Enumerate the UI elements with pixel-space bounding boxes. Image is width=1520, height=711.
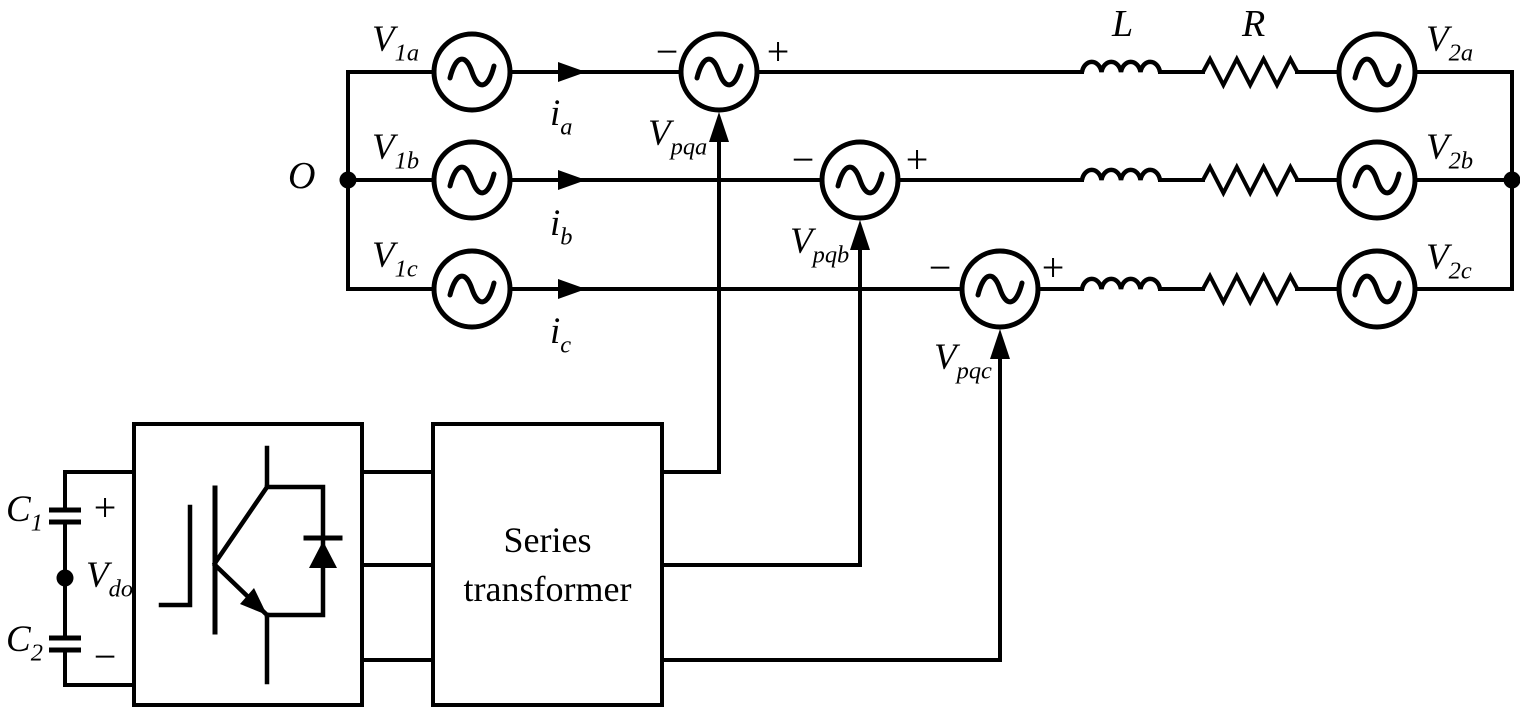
source-vpqb bbox=[819, 139, 901, 221]
label-vpqc: Vpqc bbox=[934, 337, 992, 385]
converter-transformer-links bbox=[360, 470, 435, 662]
ac-sources bbox=[431, 31, 1418, 330]
injection-arrow-b-icon bbox=[850, 220, 870, 250]
inductor-b-icon bbox=[1079, 167, 1163, 181]
sine-wave-icon bbox=[1352, 56, 1402, 88]
converter-box bbox=[132, 422, 364, 707]
sine-wave-icon bbox=[447, 56, 497, 88]
igbt-symbol-icon bbox=[158, 445, 343, 685]
polarity-minus-dc: − bbox=[93, 634, 117, 679]
source-vpqa bbox=[678, 31, 760, 113]
capacitor-c2-icon bbox=[49, 635, 81, 653]
polarity-plus-dc: + bbox=[93, 485, 117, 530]
current-arrow-ib-icon bbox=[558, 170, 586, 190]
label-vdo: Vdo bbox=[86, 555, 134, 603]
sine-wave-icon bbox=[447, 273, 497, 305]
series-transformer-label: Series transformer bbox=[433, 424, 662, 705]
label-c1: C1 bbox=[6, 489, 43, 537]
polarity-minus-c: − bbox=[928, 245, 952, 290]
label-v2b: V2b bbox=[1426, 127, 1474, 175]
label-v1b: V1b bbox=[372, 127, 420, 175]
source-v1b bbox=[431, 139, 513, 221]
label-v2a: V2a bbox=[1426, 19, 1474, 67]
label-vpqa: Vpqa bbox=[648, 113, 708, 161]
label-node-o: O bbox=[288, 155, 316, 197]
current-arrow-ia-icon bbox=[558, 62, 586, 82]
label-c2: C2 bbox=[6, 619, 43, 667]
node-o-dot bbox=[339, 171, 357, 189]
polarity-plus-b: + bbox=[905, 137, 929, 182]
inductor-c-icon bbox=[1079, 276, 1163, 290]
injection-arrow-c-icon bbox=[990, 329, 1010, 359]
sine-wave-icon bbox=[835, 164, 885, 196]
current-arrow-ic-icon bbox=[558, 279, 586, 299]
diode-arrow-icon bbox=[309, 541, 337, 568]
label-v1a: V1a bbox=[372, 19, 420, 67]
inductor-a-icon bbox=[1079, 59, 1163, 73]
capacitors bbox=[49, 507, 81, 653]
polarity-plus-c: + bbox=[1041, 245, 1065, 290]
source-v2c bbox=[1336, 248, 1418, 330]
dc-link-branch bbox=[63, 470, 136, 687]
injection-line-c bbox=[660, 341, 1002, 662]
sine-wave-icon bbox=[1352, 273, 1402, 305]
sine-wave-icon bbox=[694, 56, 744, 88]
polarity-plus-a: + bbox=[766, 29, 790, 74]
polarity-minus-a: − bbox=[655, 29, 679, 74]
label-current-ic: ic bbox=[550, 311, 572, 359]
igbt-arrows bbox=[240, 541, 337, 615]
label-inductor-L: L bbox=[1112, 3, 1134, 45]
resistor-b-icon bbox=[1201, 162, 1300, 198]
sine-wave-icon bbox=[447, 164, 497, 196]
polarity-minus-b: − bbox=[791, 137, 815, 182]
igbt-emitter-arrow-icon bbox=[240, 588, 267, 615]
injection-arrow-a-icon bbox=[709, 112, 729, 142]
label-current-ia: ia bbox=[550, 93, 573, 141]
igbt-gate bbox=[158, 504, 193, 608]
resistors bbox=[1201, 54, 1300, 307]
sine-wave-icon bbox=[975, 273, 1025, 305]
source-v2b bbox=[1336, 139, 1418, 221]
series-transformer-line2: transformer bbox=[463, 568, 632, 609]
label-v1c: V1c bbox=[372, 235, 418, 283]
label-current-ib: ib bbox=[550, 203, 573, 251]
injection-line-b bbox=[660, 232, 862, 567]
source-v1c bbox=[431, 248, 513, 330]
label-vpqb: Vpqb bbox=[790, 221, 850, 269]
sine-wave-icon bbox=[1352, 164, 1402, 196]
resistor-c-icon bbox=[1201, 271, 1300, 307]
injection-line-a bbox=[660, 124, 721, 474]
source-vpqc bbox=[959, 248, 1041, 330]
nodes bbox=[56, 171, 1520, 587]
label-v2c: V2c bbox=[1426, 237, 1472, 285]
inductors bbox=[1079, 59, 1163, 290]
source-v1a bbox=[431, 31, 513, 113]
resistor-a-icon bbox=[1201, 54, 1300, 90]
source-v2a bbox=[1336, 31, 1418, 113]
label-resistor-R: R bbox=[1242, 3, 1266, 45]
node-vdo-dot bbox=[56, 569, 74, 587]
node-right-dot bbox=[1503, 171, 1520, 189]
series-transformer-box bbox=[431, 422, 664, 707]
arrows bbox=[558, 62, 1010, 359]
series-transformer-line1: Series bbox=[503, 519, 592, 560]
wires bbox=[63, 70, 1514, 687]
capacitor-c1-icon bbox=[49, 507, 81, 525]
